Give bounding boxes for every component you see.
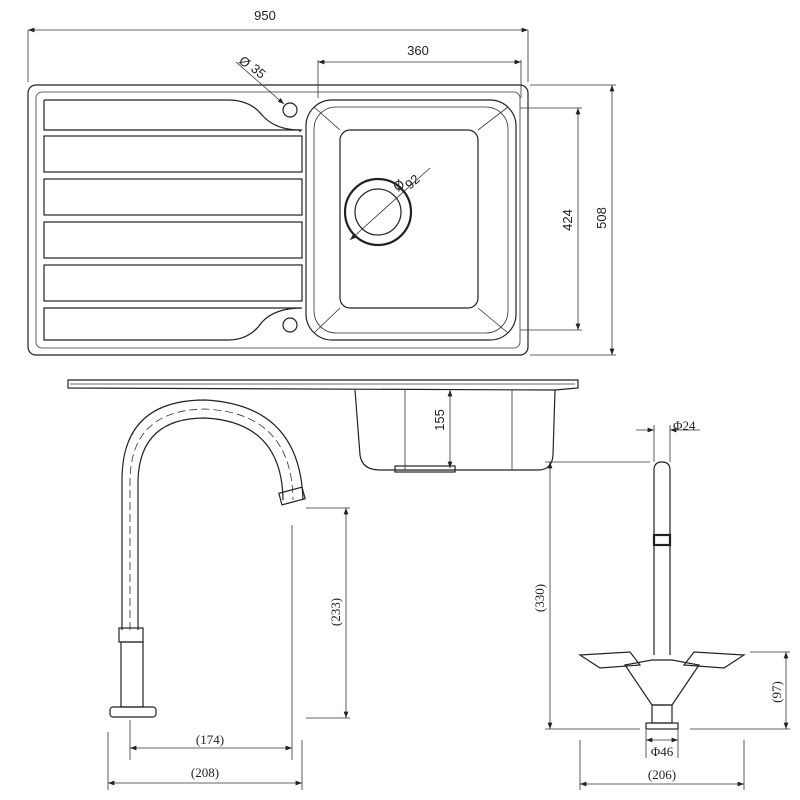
tap-front-view bbox=[578, 461, 746, 730]
dim-label-950: 950 bbox=[254, 8, 276, 23]
dim-92: 92 Ø bbox=[390, 171, 423, 194]
dim-330: (330) bbox=[532, 461, 650, 730]
dim-208: (208) bbox=[107, 732, 303, 790]
dim-label-424: 424 bbox=[560, 209, 575, 231]
bowl bbox=[305, 99, 517, 341]
dim-label-155: 155 bbox=[432, 409, 447, 431]
dim-206: (206) bbox=[579, 740, 745, 790]
dim-label-35: 35 bbox=[248, 61, 269, 82]
dim-label-phi46: Φ46 bbox=[651, 744, 674, 759]
dim-label-phi24: Φ24 bbox=[673, 418, 696, 433]
sink-side-view bbox=[67, 379, 579, 473]
tap-hole-alt bbox=[282, 317, 298, 333]
dim-35: 35 Ø bbox=[235, 53, 285, 105]
dim-424: 424 bbox=[520, 107, 582, 331]
dim-label-360: 360 bbox=[407, 43, 429, 58]
gooseneck-tap-side bbox=[109, 399, 306, 718]
dim-233: (233) bbox=[291, 507, 350, 760]
tap-hole bbox=[282, 102, 298, 118]
dim-508: 508 bbox=[530, 84, 616, 356]
dim-label-97: (97) bbox=[769, 681, 784, 703]
waste-outlet bbox=[343, 177, 413, 247]
dim-97: (97) bbox=[690, 651, 790, 730]
dim-phi46: Φ46 bbox=[645, 730, 679, 759]
dim-360: 360 bbox=[317, 43, 522, 98]
dim-label-330: (330) bbox=[532, 584, 547, 612]
dim-155: 155 bbox=[432, 390, 453, 468]
drainer-ribs bbox=[43, 100, 303, 341]
dim-174: (174) bbox=[129, 720, 292, 760]
sink-top-view bbox=[27, 84, 529, 356]
dim-label-208: (208) bbox=[191, 765, 219, 780]
dim-label-206: (206) bbox=[648, 767, 676, 782]
dim-label-508: 508 bbox=[594, 207, 609, 229]
dim-950: 950 bbox=[27, 8, 529, 82]
dim-phi24: Φ24 bbox=[636, 418, 700, 462]
dim-label-233: (233) bbox=[328, 598, 343, 626]
dim-label-174: (174) bbox=[196, 732, 224, 747]
